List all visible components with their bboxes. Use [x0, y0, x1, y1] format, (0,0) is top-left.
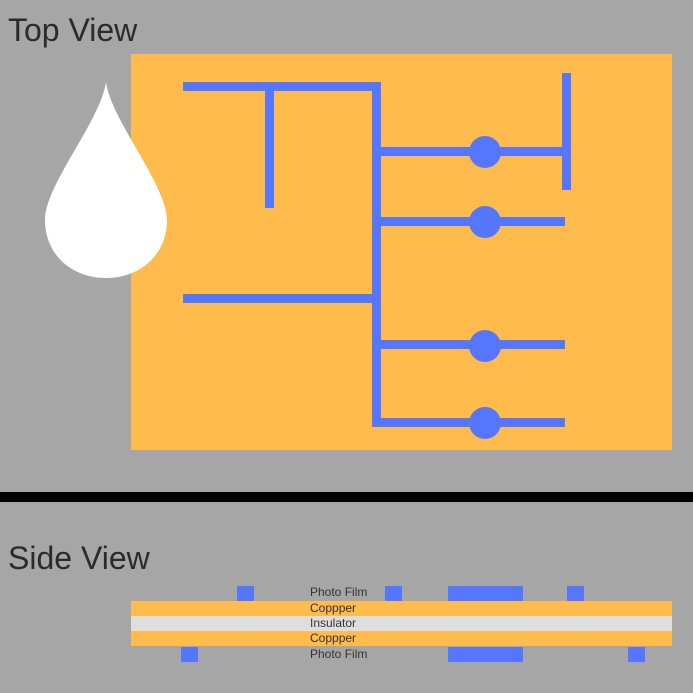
- photo-film-block: [628, 647, 645, 662]
- layer-label-copper-top: Coppper: [310, 601, 357, 615]
- layer-label-photo-film-top: Photo Film: [310, 585, 368, 599]
- trace-branch-3: [372, 340, 565, 349]
- trace-main-vertical: [372, 82, 381, 427]
- trace-branch-2: [372, 217, 565, 226]
- photo-film-block: [237, 586, 254, 601]
- trace-end-vertical: [562, 73, 571, 190]
- trace-branch-1: [372, 147, 565, 156]
- pad-3: [469, 330, 501, 362]
- layer-label-copper-bottom: Coppper: [310, 631, 357, 645]
- copper-layer-top: [131, 601, 672, 616]
- insulator-layer: [131, 616, 672, 631]
- pad-4: [469, 407, 501, 439]
- pcb-board: [131, 54, 672, 450]
- water-drop-shape: [45, 82, 167, 278]
- side-view-title: Side View: [8, 540, 150, 576]
- photo-film-block: [567, 586, 584, 601]
- trace-stub-vertical: [265, 82, 274, 208]
- trace-left-horizontal: [183, 294, 381, 303]
- pad-1: [469, 136, 501, 168]
- trace-branch-4: [372, 418, 565, 427]
- photo-film-block: [448, 586, 523, 601]
- trace-top-horizontal: [183, 82, 381, 91]
- water-drop-icon: [45, 82, 167, 278]
- photo-film-block: [448, 647, 523, 662]
- photo-film-block: [181, 647, 198, 662]
- view-divider: [0, 492, 693, 502]
- copper-layer-bottom: [131, 631, 672, 646]
- top-view-title: Top View: [8, 12, 138, 48]
- photo-film-block: [385, 586, 402, 601]
- layer-label-insulator: Insulator: [310, 616, 357, 630]
- layer-label-photo-film-bottom: Photo Film: [310, 647, 368, 661]
- pad-2: [469, 206, 501, 238]
